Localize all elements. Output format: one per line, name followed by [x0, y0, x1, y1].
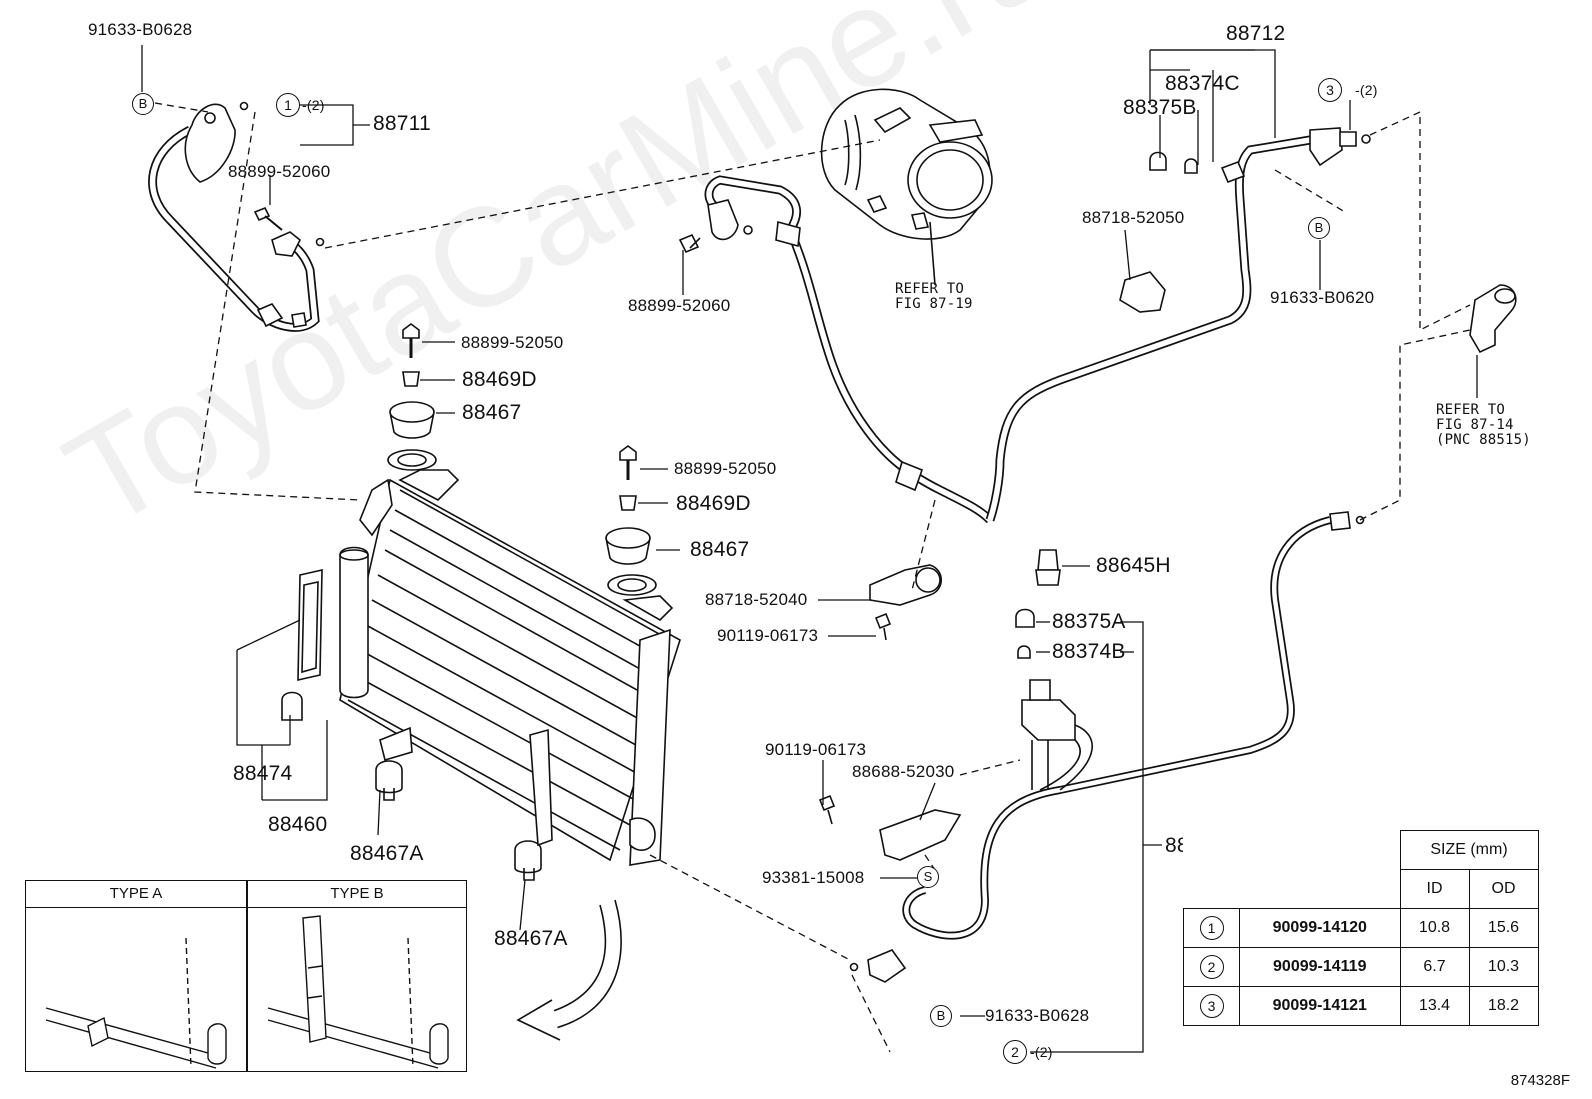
- discharge-hose: [678, 175, 994, 524]
- label-88899-52050-b: 88899-52050: [674, 459, 777, 478]
- row-number: 1: [1199, 916, 1224, 940]
- label-88718-52050: 88718-52050: [1082, 208, 1185, 227]
- ref-fig-87-19-line1: REFER TO: [895, 281, 965, 297]
- label-88469d-a: 88469D: [462, 368, 537, 391]
- ref-fig-87-14-line3: (PNC 88515): [1436, 432, 1531, 448]
- type-a-header: TYPE A: [26, 881, 247, 908]
- callout-b-bottom: B: [930, 1005, 952, 1027]
- row-number: 2: [1199, 955, 1224, 979]
- receiver-dryer: [281, 546, 369, 721]
- ref-fig-87-19: REFER TO FIG 87-19: [895, 282, 973, 312]
- label-88374c: 88374C: [1165, 72, 1240, 95]
- qty-callout-2: -(2): [1030, 1044, 1053, 1060]
- label-88375b: 88375B: [1123, 96, 1197, 119]
- cushions: [375, 728, 553, 881]
- callout-b-top-right: B: [1308, 217, 1330, 239]
- table-row: 2 90099-14119 6.7 10.3: [1183, 947, 1539, 987]
- label-88467a-mid: 88467A: [494, 927, 568, 950]
- label-88375a: 88375A: [1052, 610, 1126, 633]
- row-od: 18.2: [1468, 986, 1539, 1026]
- label-93381-15008: 93381-15008: [762, 868, 865, 887]
- hose-88712: [985, 127, 1371, 522]
- callout-b-top-left: B: [132, 93, 154, 115]
- label-88474: 88474: [233, 762, 293, 785]
- pipe-88716a: [849, 511, 1365, 983]
- label-88645h: 88645H: [1096, 554, 1171, 577]
- row-od: 10.3: [1468, 947, 1539, 987]
- label-88469d-b: 88469D: [676, 492, 751, 515]
- ref-fig-87-14-line2: FIG 87-14: [1436, 417, 1514, 433]
- row-part: 90099-14121: [1239, 986, 1401, 1026]
- od-header: OD: [1468, 869, 1539, 909]
- callout-s: S: [917, 866, 939, 888]
- hose-88711: [148, 101, 325, 332]
- table-row: 1 90099-14120 10.8 15.6: [1183, 908, 1539, 948]
- switch-88645h: [1015, 549, 1061, 659]
- label-88899-52050-a: 88899-52050: [461, 333, 564, 352]
- label-88374b: 88374B: [1052, 640, 1126, 663]
- label-91633-b0628-top: 91633-B0628: [88, 20, 193, 39]
- label-88899-52060-mid: 88899-52060: [628, 296, 731, 315]
- row-od: 15.6: [1468, 908, 1539, 948]
- callout-1: 1: [276, 93, 300, 117]
- ref-fig-87-14-line1: REFER TO: [1436, 402, 1506, 418]
- direction-arrow: [516, 899, 622, 1041]
- label-88467-b: 88467: [690, 538, 750, 561]
- bracket-88718-52040: [869, 564, 943, 641]
- label-90119-06173-b: 90119-06173: [765, 740, 867, 759]
- figure-code: 874328F: [1510, 1072, 1570, 1089]
- mount-stack-right: [605, 445, 657, 596]
- callout-3: 3: [1318, 78, 1342, 102]
- ref-fig-87-19-line2: FIG 87-19: [895, 296, 973, 312]
- leader-lines: [141, 45, 1478, 1053]
- row-id: 13.4: [1399, 986, 1470, 1026]
- label-90119-06173-a: 90119-06173: [717, 626, 819, 645]
- connector-88515: [1469, 284, 1517, 354]
- type-box-divider: [246, 881, 248, 1071]
- mount-stack-left: [387, 323, 437, 471]
- row-id: 10.8: [1399, 908, 1470, 948]
- type-comparison-box: TYPE A TYPE B: [25, 880, 467, 1072]
- size-header: SIZE (mm): [1399, 830, 1539, 870]
- label-91633-b0620: 91633-B0620: [1270, 288, 1375, 307]
- compressor: [820, 88, 993, 286]
- ref-fig-87-14: REFER TO FIG 87-14 (PNC 88515): [1436, 403, 1531, 448]
- label-88460: 88460: [268, 813, 328, 836]
- row-id: 6.7: [1399, 947, 1470, 987]
- type-b-detail: [267, 915, 449, 1069]
- dashed-lines: [154, 102, 1471, 1053]
- label-88711: 88711: [373, 112, 431, 135]
- label-88467a-left: 88467A: [350, 842, 424, 865]
- row-number: 3: [1199, 994, 1224, 1018]
- row-part: 90099-14119: [1239, 947, 1401, 987]
- row-part: 90099-14120: [1239, 908, 1401, 948]
- label-88718-52040: 88718-52040: [705, 590, 808, 609]
- type-a-detail: [45, 937, 227, 1069]
- label-88688-52030: 88688-52030: [852, 762, 955, 781]
- qty-callout-3: -(2): [1355, 82, 1378, 98]
- id-header: ID: [1399, 869, 1470, 909]
- o-ring-size-table: SIZE (mm) ID OD 1 90099-14120 10.8 15.6 …: [1183, 830, 1539, 1026]
- type-b-header: TYPE B: [248, 881, 466, 908]
- label-88712: 88712: [1226, 22, 1286, 45]
- callout-2: 2: [1003, 1040, 1027, 1064]
- label-88899-52060-left: 88899-52060: [228, 162, 331, 181]
- table-row: 3 90099-14121 13.4 18.2: [1183, 986, 1539, 1026]
- condenser: [339, 469, 681, 866]
- label-91633-b0628-bottom: 91633-B0628: [985, 1006, 1090, 1025]
- bracket-88688-52030: [818, 794, 962, 861]
- qty-callout-1: -(2): [302, 97, 325, 113]
- label-88467-a: 88467: [462, 401, 522, 424]
